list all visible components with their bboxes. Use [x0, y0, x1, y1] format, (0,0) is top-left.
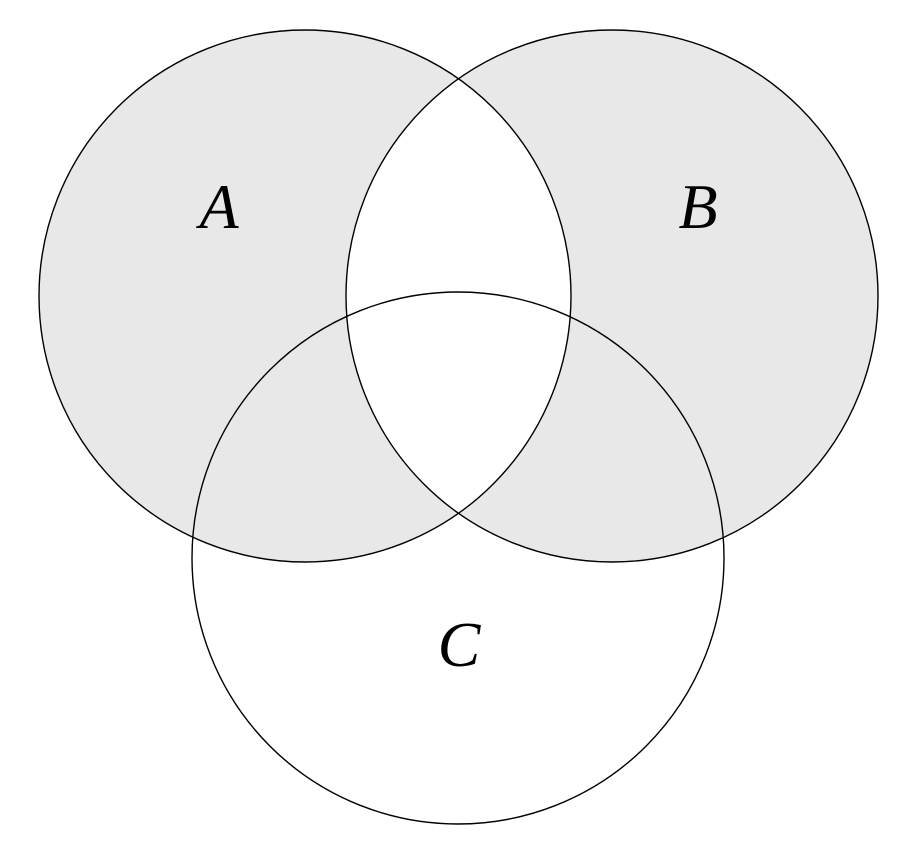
set-a-circle-outline	[38, 29, 572, 563]
set-c-label: C	[438, 609, 482, 680]
ab-intersection-cutout	[346, 30, 571, 562]
set-a-label: A	[195, 171, 239, 242]
set-b-label: B	[678, 171, 717, 242]
set-b-circle-outline	[345, 29, 879, 563]
ab-intersection-cutout-group	[346, 30, 571, 562]
set-c-circle-outline	[191, 291, 725, 825]
